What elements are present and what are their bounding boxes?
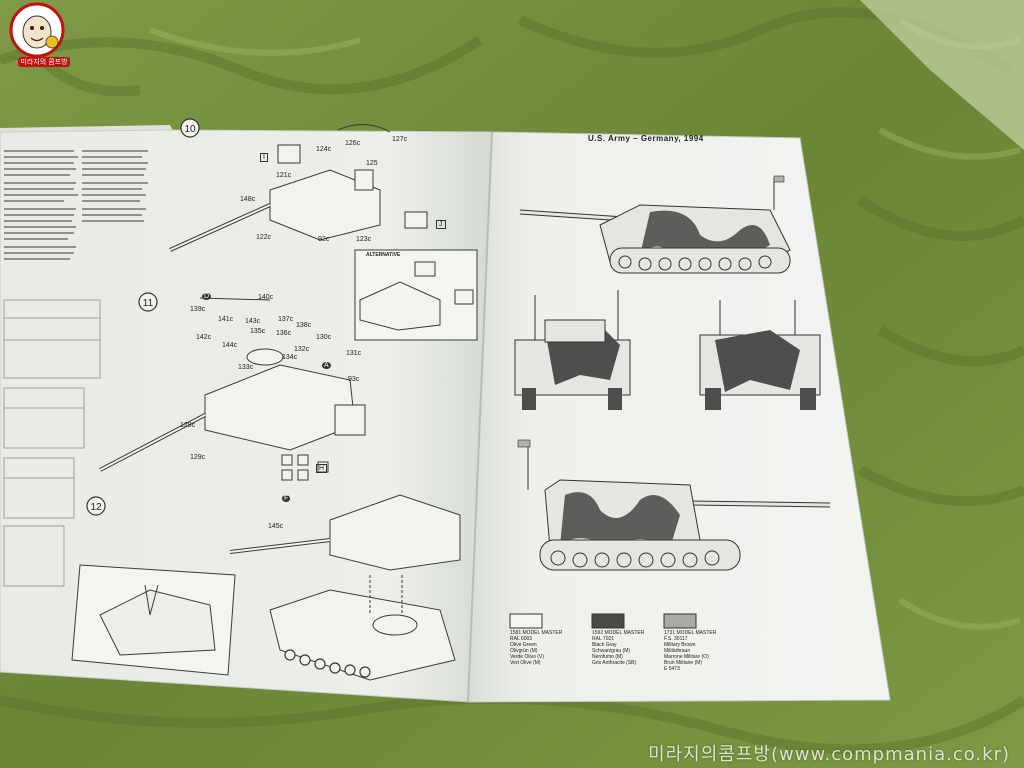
part-label: 135c: [250, 328, 266, 335]
part-label: 140c: [258, 294, 274, 301]
part-label: 148c: [240, 196, 256, 203]
part-label: 127c: [392, 136, 408, 143]
watermark-text: 미라지의콤프방(www.compmania.co.kr): [648, 744, 1010, 765]
letter-marker: I: [260, 153, 268, 162]
color-swatch-1: [509, 613, 543, 629]
step-markers: [86, 118, 200, 516]
part-label: 92c: [318, 236, 330, 243]
color-legend-2: 1592 MODEL MASTER RAL 7021 Black Gray Sc…: [592, 630, 645, 666]
color-swatch-3: [663, 613, 697, 629]
alternative-inset: [354, 249, 478, 341]
part-label: 93c: [348, 376, 360, 383]
step-11-drawing: [99, 297, 366, 481]
color-swatch-2: [591, 613, 625, 629]
color-legend-3: 1731 MODEL MASTER F.S. 30117 Military Br…: [664, 630, 717, 672]
part-label: 122c: [256, 234, 272, 241]
part-label: 131c: [346, 350, 362, 357]
part-label: 143c: [245, 318, 261, 325]
part-label: 124c: [316, 146, 332, 153]
left-page-forms: [3, 299, 101, 587]
part-label: 133c: [238, 364, 254, 371]
step-11-label: 11: [143, 298, 154, 309]
part-label: 136c: [276, 330, 292, 337]
part-label: 142c: [196, 334, 212, 341]
carpet-bright-corner: [860, 0, 1024, 150]
part-label: 134c: [282, 354, 298, 361]
color-legend-1: 1581 MODEL MASTER RAL 6003 Olive Green O…: [510, 630, 563, 666]
detail-inset: [71, 564, 236, 676]
part-label: 144c: [222, 342, 238, 349]
letter-marker: F: [282, 495, 291, 502]
mascot-icon: [9, 2, 65, 58]
tank-rear-view: [699, 300, 821, 410]
logo-badge: 미라지의 콤프방: [18, 57, 70, 67]
part-label: 141c: [218, 316, 234, 323]
letter-marker: J: [436, 220, 446, 229]
part-label: 129c: [190, 454, 206, 461]
step-12-drawing: [229, 494, 461, 681]
tank-side-view-top: [519, 175, 791, 274]
letter-marker: A: [322, 362, 331, 369]
page-spine: [467, 131, 493, 703]
part-label: 138c: [296, 322, 312, 329]
part-label: 128c: [180, 422, 196, 429]
step-10-drawing: [169, 124, 428, 252]
part-label: 132c: [294, 346, 310, 353]
tank-front-view: [514, 290, 631, 410]
part-label: 137c: [278, 316, 294, 323]
step-10-label: 10: [184, 124, 196, 135]
page-title: U.S. Army – Germany, 1994: [588, 134, 704, 143]
part-label: 145c: [268, 523, 284, 530]
step-12-label: 12: [90, 502, 102, 513]
alternative-label: ALTERNATIVE: [366, 252, 401, 258]
left-page-text-block: [4, 150, 148, 260]
letter-marker: D: [202, 293, 212, 300]
tank-side-view-bottom: [517, 439, 831, 571]
letter-marker: H: [316, 464, 328, 473]
site-logo: 미라지의 콤프방: [6, 2, 70, 72]
part-label: 125: [366, 160, 378, 167]
part-label: 126c: [345, 140, 361, 147]
part-label: 130c: [316, 334, 332, 341]
part-label: 139c: [190, 306, 206, 313]
part-label: 123c: [356, 236, 372, 243]
part-label: 121c: [276, 172, 292, 179]
